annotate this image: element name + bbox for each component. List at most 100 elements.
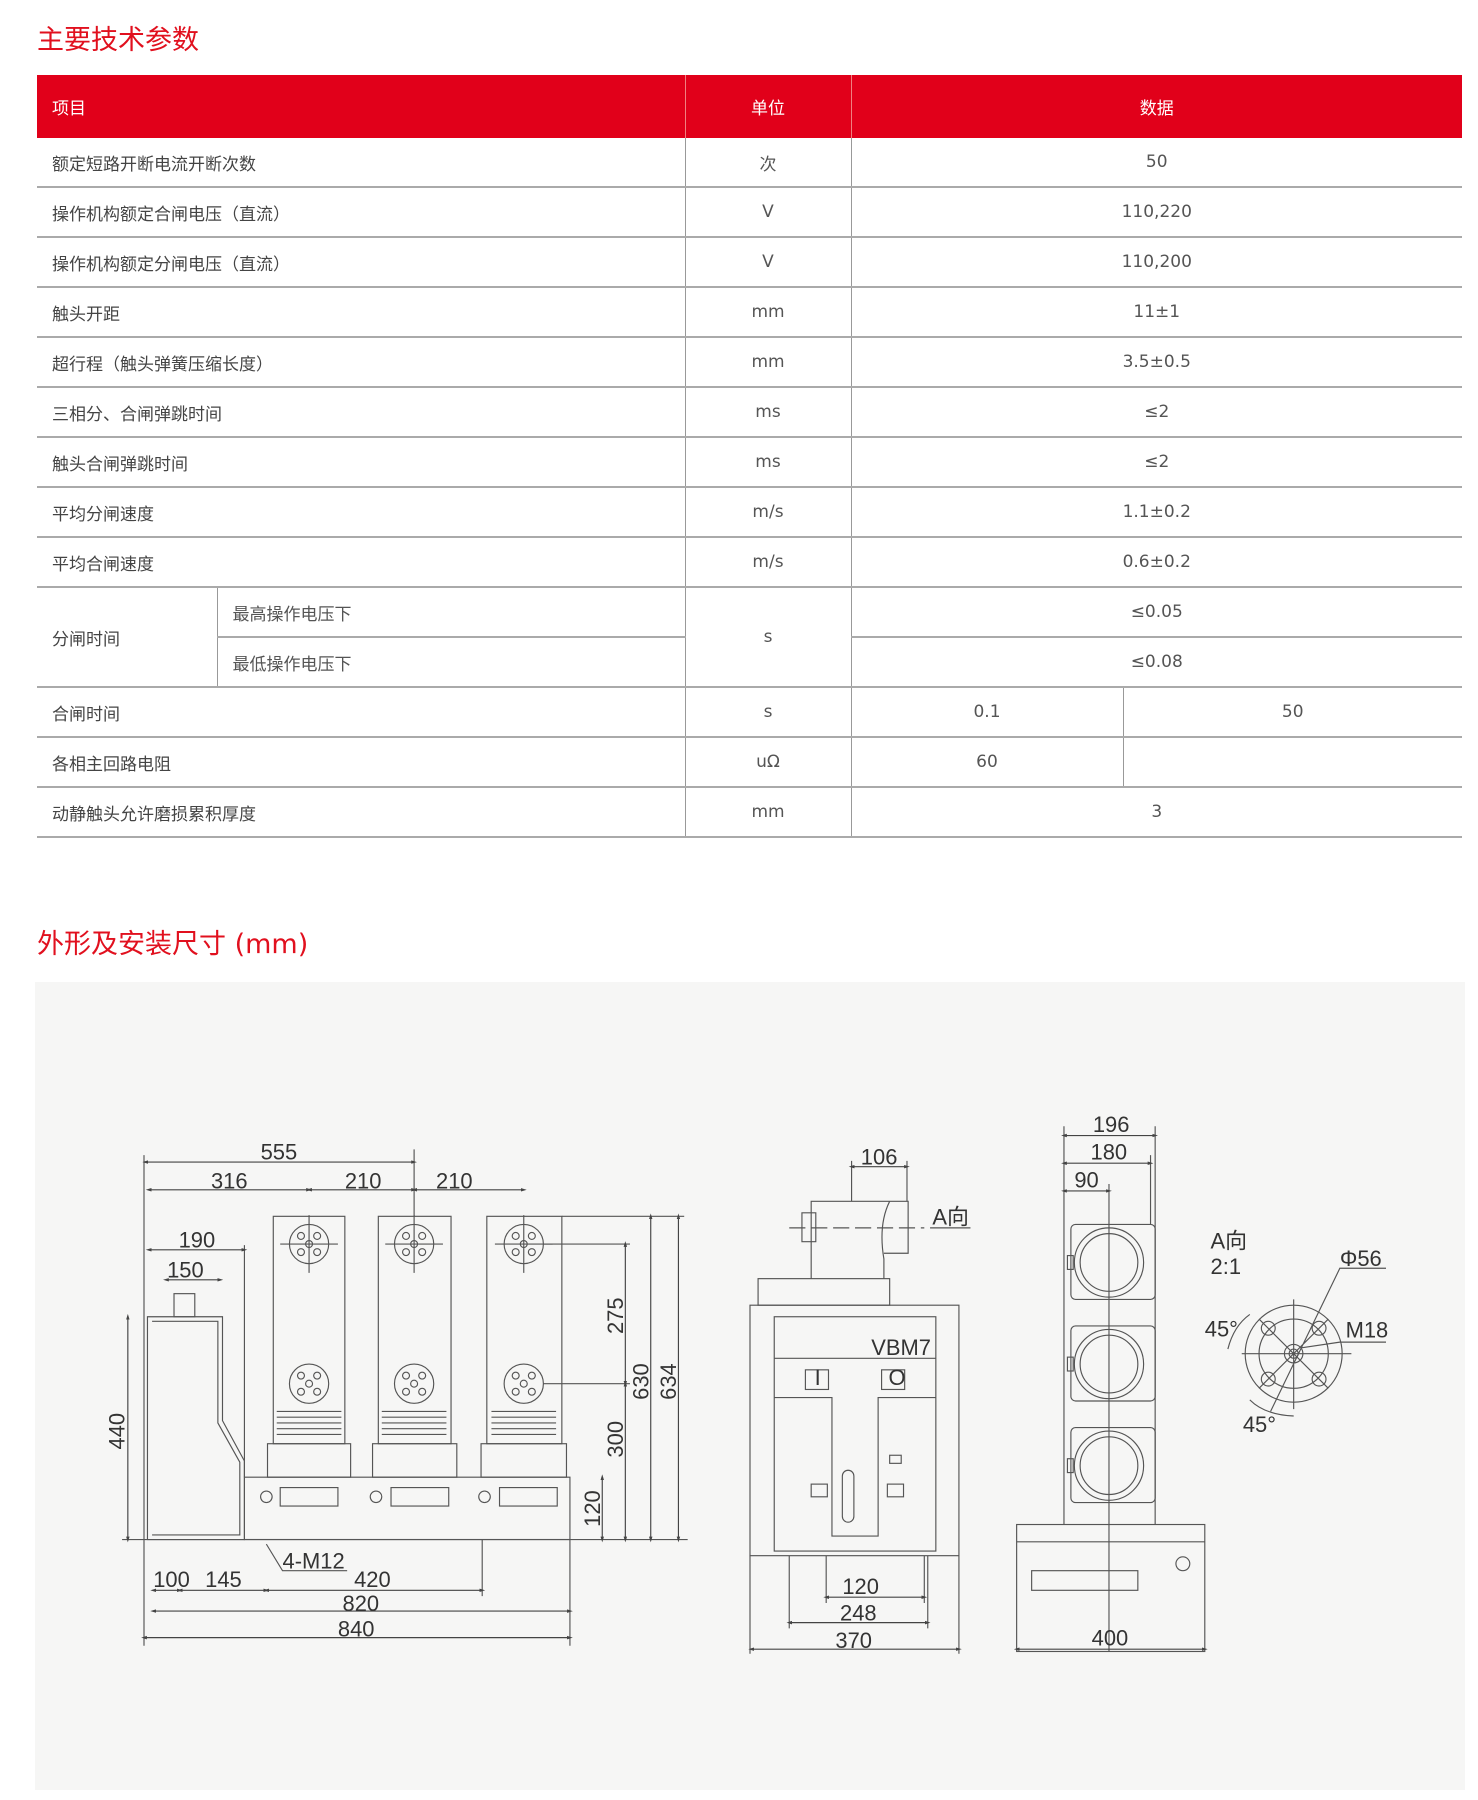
dim-145: 145	[205, 1567, 242, 1592]
cell-value: ≤0.08	[850, 637, 1462, 688]
cell-value: 110,200	[850, 237, 1462, 288]
cell-subitem: 最高操作电压下	[216, 587, 685, 638]
cell-item: 各相主回路电阻	[37, 737, 685, 788]
dim-120: 120	[580, 1490, 605, 1527]
on-button-symbol: I	[815, 1365, 821, 1390]
cell-item: 平均分闸速度	[37, 487, 685, 538]
cell-item: 三相分、合闸弹跳时间	[37, 387, 685, 438]
cell-value: 0.6±0.2	[850, 537, 1462, 588]
header-unit: 单位	[684, 75, 851, 138]
diameter-label: Φ56	[1340, 1246, 1382, 1271]
cell-unit: mm	[684, 287, 851, 338]
cell-item: 触头开距	[37, 287, 685, 338]
dim-150: 150	[167, 1257, 204, 1282]
dim-370: 370	[835, 1628, 872, 1653]
dim-180: 180	[1091, 1140, 1128, 1165]
cell-item: 触头合闸弹跳时间	[37, 437, 685, 488]
dim-634: 634	[656, 1363, 681, 1400]
header-value: 数据	[850, 75, 1462, 138]
dim-820: 820	[343, 1591, 380, 1616]
side-view: 106 A向 VBM7 I O 120 248 370	[748, 1144, 971, 1654]
cell-value: 3.5±0.5	[850, 337, 1462, 388]
header-item: 项目	[37, 75, 685, 138]
section-title-dimensions: 外形及安装尺寸 (mm)	[37, 929, 309, 960]
dim-210: 210	[345, 1169, 382, 1194]
cell-unit: uΩ	[684, 737, 851, 788]
cell-value: 50	[1122, 687, 1462, 738]
cell-unit: mm	[684, 787, 851, 838]
cell-unit: s	[684, 587, 851, 688]
dim-100: 100	[153, 1567, 190, 1592]
dim-840: 840	[338, 1616, 375, 1641]
off-button-symbol: O	[889, 1365, 906, 1390]
section-title-parameters: 主要技术参数	[37, 25, 199, 56]
table-row: 合闸时间 s 0.1 50	[37, 687, 1462, 738]
cell-value: 0.1	[850, 687, 1123, 738]
cell-unit: m/s	[684, 487, 851, 538]
dim-196: 196	[1093, 1112, 1130, 1137]
angle-label: 45°	[1243, 1412, 1276, 1437]
table-row: 动静触头允许磨损累积厚度 mm 3	[37, 787, 1462, 838]
dim-555: 555	[261, 1140, 298, 1165]
view-a-label: A向	[932, 1204, 969, 1229]
front-view: 555 316 210 210 190 150 440 275 300 630 …	[104, 1140, 688, 1646]
cell-item: 分闸时间	[37, 587, 217, 688]
dim-316: 316	[211, 1169, 248, 1194]
dim-630: 630	[628, 1363, 653, 1400]
dim-120: 120	[842, 1574, 879, 1599]
cell-subitem: 最低操作电压下	[216, 637, 685, 688]
dim-190: 190	[179, 1227, 216, 1252]
cell-value: ≤2	[850, 437, 1462, 488]
cell-item: 合闸时间	[37, 687, 685, 738]
cell-item: 操作机构额定分闸电压（直流）	[37, 237, 685, 288]
cell-value: ≤2	[850, 387, 1462, 438]
cell-value: ≤0.05	[850, 587, 1462, 638]
cell-item: 平均合闸速度	[37, 537, 685, 588]
dim-210: 210	[436, 1169, 473, 1194]
cell-value: 50	[850, 138, 1462, 188]
dim-440: 440	[104, 1413, 129, 1450]
dimension-drawing-panel: 555 316 210 210 190 150 440 275 300 630 …	[35, 982, 1465, 1790]
cell-item: 操作机构额定合闸电压（直流）	[37, 187, 685, 238]
thread-label: M18	[1346, 1318, 1389, 1343]
cell-item: 超行程（触头弹簧压缩长度）	[37, 337, 685, 388]
cell-unit: V	[684, 187, 851, 238]
cell-unit: s	[684, 687, 851, 738]
cell-item: 动静触头允许磨损累积厚度	[37, 787, 685, 838]
table-header: 项目 单位 数据	[37, 75, 1462, 138]
cell-unit: m/s	[684, 537, 851, 588]
table-row-split: 最低操作电压下 ≤0.08	[37, 637, 1462, 688]
table-row-split: 分闸时间 最高操作电压下 s ≤0.05	[37, 587, 1462, 688]
cell-unit: ms	[684, 437, 851, 488]
detail-view-a: A向 2:1 Φ56 M18 45° 45°	[1205, 1229, 1388, 1438]
dim-248: 248	[840, 1600, 877, 1625]
view-a-label: A向	[1211, 1229, 1248, 1254]
thread-label: 4-M12	[283, 1548, 345, 1573]
cell-unit: 次	[684, 138, 851, 188]
scale-label: 2:1	[1211, 1254, 1241, 1279]
cell-unit: ms	[684, 387, 851, 438]
cell-value: 1.1±0.2	[850, 487, 1462, 538]
table-row: 各相主回路电阻 uΩ 60	[37, 737, 1462, 788]
angle-label: 45°	[1205, 1316, 1238, 1341]
dim-420: 420	[354, 1567, 391, 1592]
dim-90: 90	[1074, 1167, 1098, 1192]
dimension-drawing: 555 316 210 210 190 150 440 275 300 630 …	[104, 1112, 1388, 1654]
cell-value: 110,220	[850, 187, 1462, 238]
cell-value: 60	[850, 737, 1123, 788]
cell-unit: V	[684, 237, 851, 288]
model-label: VBM7	[871, 1335, 931, 1360]
dim-275: 275	[603, 1297, 628, 1334]
dim-106: 106	[861, 1144, 898, 1169]
cell-value	[1122, 737, 1462, 788]
